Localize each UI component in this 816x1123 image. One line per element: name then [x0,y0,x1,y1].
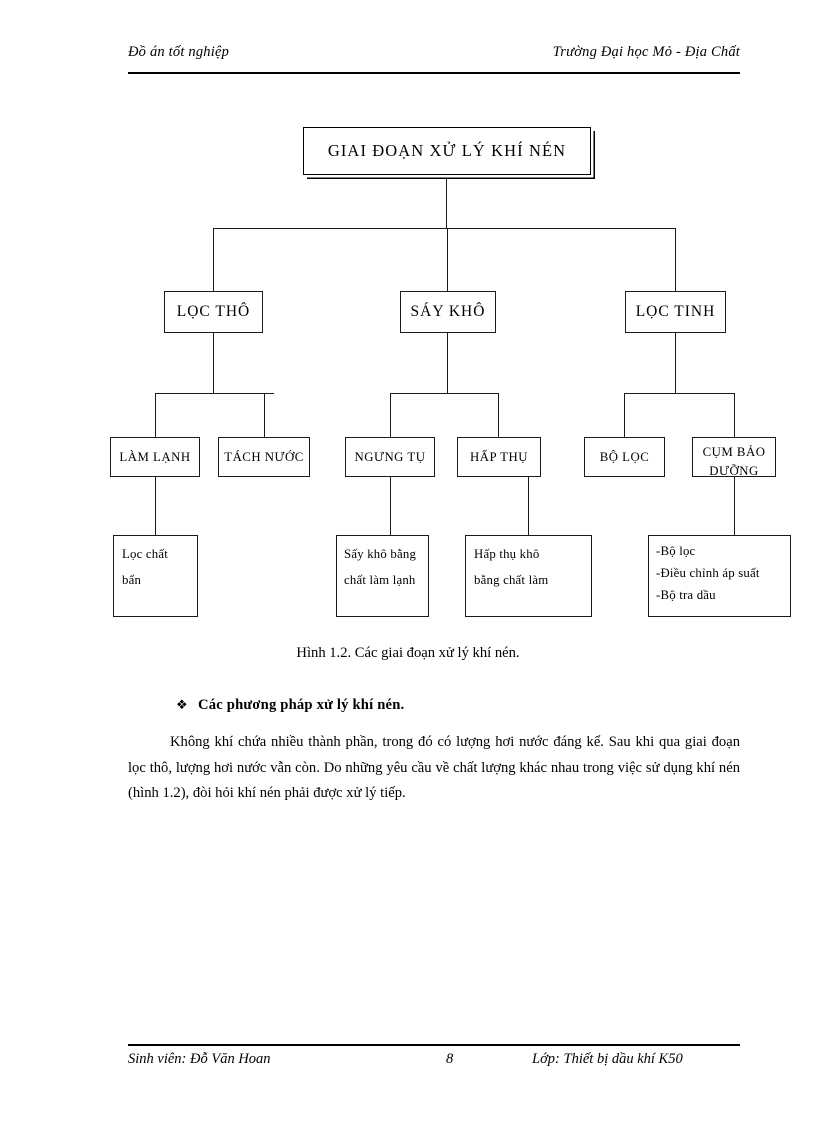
node-label: BỘ LỌC [599,449,650,464]
connector-lamlanh-to-locchat [155,477,157,536]
node-hap-thu: HẤP THỤ [457,437,541,477]
header-left-text: Đồ án tốt nghiệp [128,44,230,60]
footer-student-name: Sinh viên: Đỗ Văn Hoan [128,1051,271,1067]
footer-divider [128,1044,740,1046]
diamond-bullet-icon: ❖ [176,697,188,712]
connector-to-saykho [447,228,449,292]
node-cum-bao-duong: CỤM BẢO DƯỠNG [692,437,776,477]
node-label: LỌC TINH [635,303,716,320]
node-label: SÁY KHÔ [410,303,486,320]
connector-hapthu-to-hapthukho [528,477,530,536]
connector-to-ngungtu [390,393,392,438]
node-label: NGƯNG TỤ [354,449,426,464]
connector-loctinh-bus [624,393,735,395]
node-label: LỌC THÔ [176,303,251,320]
node-bo-loc-details: -Bộ lọc-Điều chỉnh áp suất-Bộ tra dầu [648,535,791,617]
node-loc-tinh: LỌC TINH [625,291,726,333]
node-bo-loc: BỘ LỌC [584,437,665,477]
node-label: TÁCH NƯỚC [224,449,304,464]
body-paragraph: Không khí chứa nhiều thành phần, trong đ… [128,734,740,801]
connector-loctho-down [213,333,215,394]
connector-cumbao-to-details [734,477,736,536]
node-label: -Bộ lọc-Điều chỉnh áp suất-Bộ tra dầu [656,544,760,602]
section-heading-label: Các phương pháp xử lý khí nén. [198,697,405,713]
connector-to-loctinh [675,228,677,292]
connector-ngungtu-to-saykhobang [390,477,392,536]
node-label: LÀM LẠNH [119,449,191,464]
header-divider [128,72,740,74]
node-say-kho: SÁY KHÔ [400,291,496,333]
connector-saykho-down [447,333,449,394]
connector-loctho-bus [155,393,274,395]
connector-saykho-bus [390,393,499,395]
node-ngung-tu: NGƯNG TỤ [345,437,435,477]
running-header: Đồ án tốt nghiệp Trường Đại học Mỏ - Địa… [128,44,740,61]
node-lam-lanh: LÀM LẠNH [110,437,200,477]
node-label: CỤM BẢO DƯỠNG [702,445,766,477]
node-loc-tho: LỌC THÔ [164,291,263,333]
connector-to-boloc [624,393,626,438]
footer-page-number: 8 [446,1051,454,1067]
connector-to-tachnuoc [264,393,266,438]
section-heading: ❖ Các phương pháp xử lý khí nén. [176,697,404,714]
header-right-text: Trường Đại học Mỏ - Địa Chất [552,44,740,60]
connector-loctinh-down [675,333,677,394]
footer-class-name: Lớp: Thiết bị dầu khí K50 [532,1051,683,1067]
node-label: HẤP THỤ [470,449,528,464]
connector-to-hapthu [498,393,500,438]
connector-to-loctho [213,228,215,292]
connector-root-down [446,175,448,229]
node-giai-doan-xu-ly-khi-nen: GIAI ĐOẠN XỬ LÝ KHÍ NÉN [303,127,591,175]
connector-level2-bus [213,228,676,230]
node-label: GIAI ĐOẠN XỬ LÝ KHÍ NÉN [327,141,567,160]
connector-to-lamlanh [155,393,157,438]
figure-caption: Hình 1.2. Các giai đoạn xử lý khí nén. [296,645,520,661]
node-tach-nuoc: TÁCH NƯỚC [218,437,310,477]
connector-to-cumbao [734,393,736,438]
